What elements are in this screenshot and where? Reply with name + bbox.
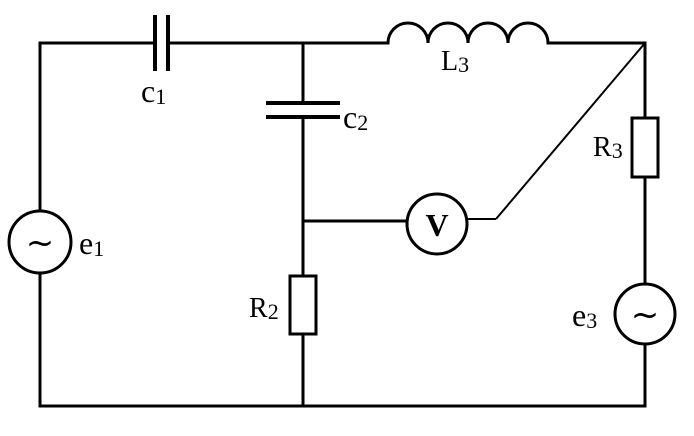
label-r3: R3 bbox=[593, 132, 623, 163]
source-e1-circle bbox=[7, 209, 73, 275]
resistor-r2: R2 bbox=[249, 274, 318, 336]
label-r2: R2 bbox=[249, 293, 279, 324]
label-e1-base: e bbox=[79, 225, 93, 261]
label-e1-sub: 1 bbox=[93, 236, 104, 261]
label-r2-base: R bbox=[249, 293, 268, 324]
voltmeter-circle bbox=[405, 192, 469, 256]
label-c2-sub: 2 bbox=[357, 110, 368, 135]
voltmeter-letter: V bbox=[425, 207, 448, 243]
label-c1-base: c bbox=[141, 73, 155, 109]
voltage-source-e1: ~ e1 bbox=[7, 209, 104, 275]
label-c2: c2 bbox=[343, 99, 368, 135]
label-c2-base: c bbox=[343, 99, 357, 135]
resistor-r2-body bbox=[288, 274, 318, 336]
capacitor-c2: c2 bbox=[266, 99, 368, 135]
capacitor-c1: c1 bbox=[141, 15, 170, 109]
wires bbox=[38, 41, 647, 408]
voltmeter: V bbox=[405, 192, 469, 256]
label-e3-sub: 3 bbox=[586, 308, 597, 333]
label-e3-base: e bbox=[572, 297, 586, 333]
label-r3-base: R bbox=[593, 132, 612, 163]
label-l3-sub: 3 bbox=[458, 52, 469, 77]
voltage-source-e3: ~ e3 bbox=[572, 282, 677, 346]
label-e1: e1 bbox=[79, 225, 104, 261]
label-e3: e3 bbox=[572, 297, 597, 333]
label-l3-base: L bbox=[441, 46, 458, 77]
label-l3: L3 bbox=[441, 46, 469, 77]
inductor-l3-coils bbox=[386, 21, 550, 45]
source-e3-symbol: ~ bbox=[631, 295, 660, 335]
resistor-r3-body bbox=[630, 116, 660, 179]
label-r2-sub: 2 bbox=[268, 299, 279, 324]
resistor-r3: R3 bbox=[593, 116, 660, 179]
wire-diagonal bbox=[495, 42, 646, 220]
label-c1-sub: 1 bbox=[155, 84, 166, 109]
label-c1: c1 bbox=[141, 73, 166, 109]
source-e1-symbol: ~ bbox=[26, 223, 55, 263]
inductor-l3: L3 bbox=[386, 21, 550, 77]
source-e3-circle bbox=[613, 282, 677, 346]
label-r3-sub: 3 bbox=[612, 138, 623, 163]
